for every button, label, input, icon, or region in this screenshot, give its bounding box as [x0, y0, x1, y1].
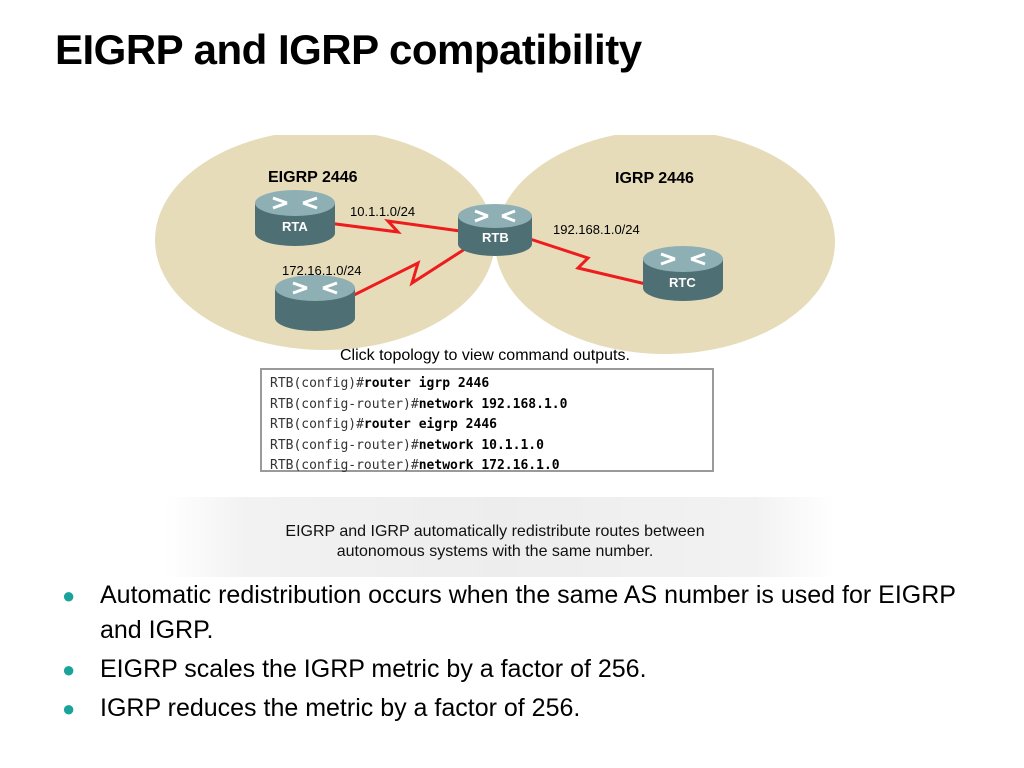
link-rta-rtb — [327, 218, 461, 235]
bullet-text: Automatic redistribution occurs when the… — [100, 581, 956, 644]
network-label-lower: 172.16.1.0/24 — [282, 263, 362, 278]
caption-band — [165, 497, 835, 577]
router-label-rtc: RTC — [669, 275, 696, 290]
command-line: RTB(config-router)#network 10.1.1.0 — [270, 437, 544, 453]
bullet-dot-icon: ● — [62, 583, 76, 608]
eigrp-as-area — [155, 135, 495, 350]
bullet-list: ● Automatic redistribution occurs when t… — [62, 578, 1002, 730]
bullet-dot-icon: ● — [62, 657, 76, 682]
bullet-text: EIGRP scales the IGRP metric by a factor… — [100, 655, 647, 683]
router-icon — [255, 190, 335, 246]
igrp-as-label: IGRP 2446 — [615, 170, 694, 187]
bullet-text: IGRP reduces the metric by a factor of 2… — [100, 694, 581, 722]
command-line: RTB(config-router)#network 172.16.1.0 — [270, 458, 560, 473]
network-label-rta-rtb: 10.1.1.0/24 — [350, 204, 415, 219]
page-title: EIGRP and IGRP compatibility — [55, 26, 642, 73]
router-icon — [275, 275, 355, 331]
figure-caption: EIGRP and IGRP automatically redistribut… — [150, 522, 840, 562]
eigrp-as-label: EIGRP 2446 — [268, 169, 358, 186]
command-line: RTB(config-router)#network 192.168.1.0 — [270, 396, 568, 412]
bullet-dot-icon: ● — [62, 696, 76, 721]
caption-line-2: autonomous systems with the same number. — [336, 543, 654, 560]
router-rtb[interactable]: RTB — [458, 204, 532, 256]
router-rtc[interactable]: RTC — [643, 246, 723, 301]
click-topology-note: Click topology to view command outputs. — [340, 347, 630, 364]
bullet-item: ● IGRP reduces the metric by a factor of… — [62, 691, 1002, 726]
topology-figure[interactable]: EIGRP 2446 IGRP 2446 10.1.1.0/24 192.168… — [150, 135, 850, 580]
topology-diagram[interactable]: EIGRP 2446 IGRP 2446 10.1.1.0/24 192.168… — [150, 135, 850, 365]
router-label-rtb: RTB — [482, 230, 509, 245]
caption-line-1: EIGRP and IGRP automatically redistribut… — [285, 523, 705, 540]
command-line: RTB(config)#router igrp 2446 — [270, 376, 490, 391]
command-output-box: RTB(config)#router igrp 2446 RTB(config-… — [260, 368, 714, 473]
router-icon — [643, 246, 723, 301]
router-lower[interactable] — [275, 275, 355, 331]
router-icon — [458, 204, 532, 256]
igrp-as-area — [495, 135, 835, 354]
network-label-rtb-rtc: 192.168.1.0/24 — [553, 222, 640, 237]
command-line: RTB(config)#router eigrp 2446 — [270, 417, 497, 432]
link-rtb-rtc — [529, 237, 651, 287]
router-label-rta: RTA — [282, 219, 308, 234]
router-rta[interactable]: RTA — [255, 190, 335, 246]
bullet-item: ● Automatic redistribution occurs when t… — [62, 578, 1002, 648]
bullet-item: ● EIGRP scales the IGRP metric by a fact… — [62, 652, 1002, 687]
link-rtb-lower — [347, 245, 469, 300]
